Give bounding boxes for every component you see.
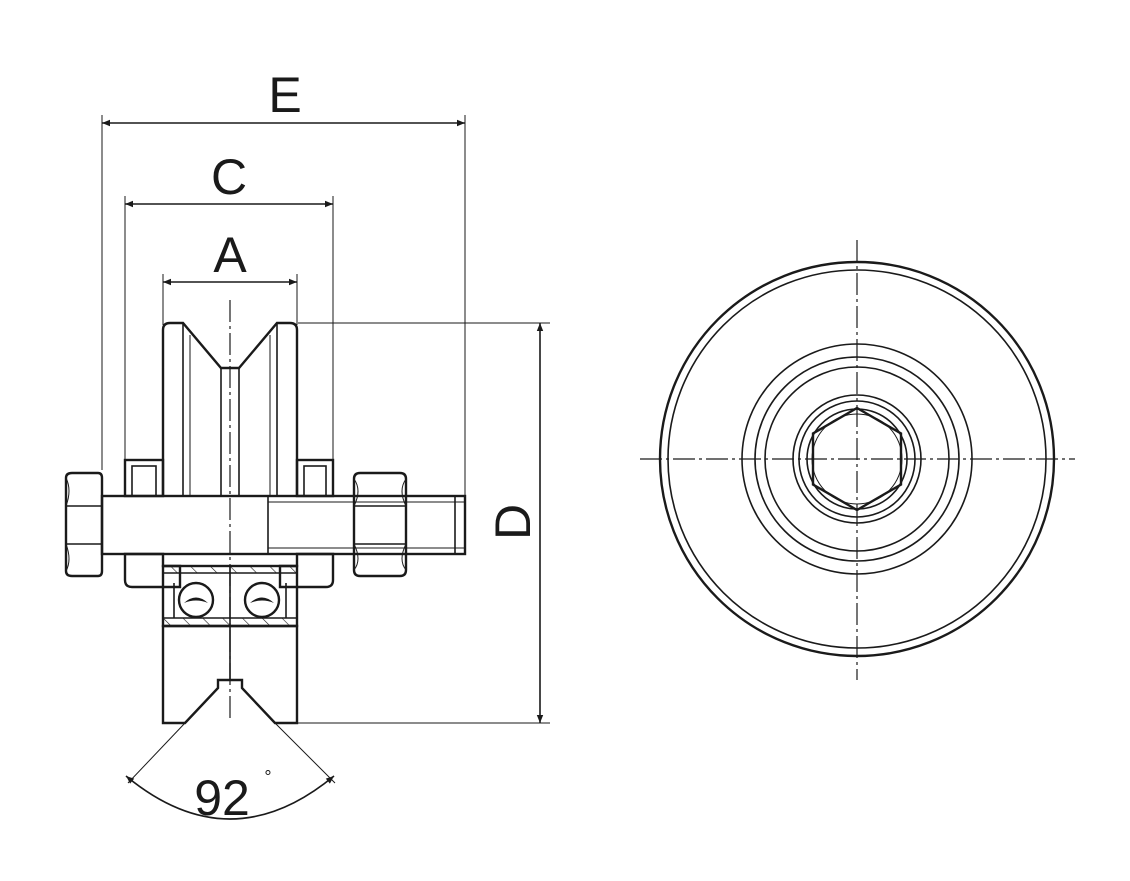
dimension-e: E [101,67,466,495]
dimension-a-label: A [213,227,247,283]
wheel-section [123,552,335,725]
dimension-c: C [124,149,334,460]
front-view [640,240,1075,680]
dimension-d: D [298,322,550,724]
angle-dimension: 92 ° [125,722,336,826]
dimension-d-label: D [485,504,541,540]
dimension-c-label: C [211,149,247,205]
angle-value-label: 92 [194,770,250,826]
side-section-view: E C A D [64,67,550,826]
dimension-a: A [162,227,298,325]
bolt-head [64,471,104,578]
dimension-e-label: E [268,67,301,123]
hex-nut [352,471,408,578]
angle-unit-label: ° [264,767,271,787]
bolt-shaft [100,494,467,556]
spacer-washers [123,458,335,498]
